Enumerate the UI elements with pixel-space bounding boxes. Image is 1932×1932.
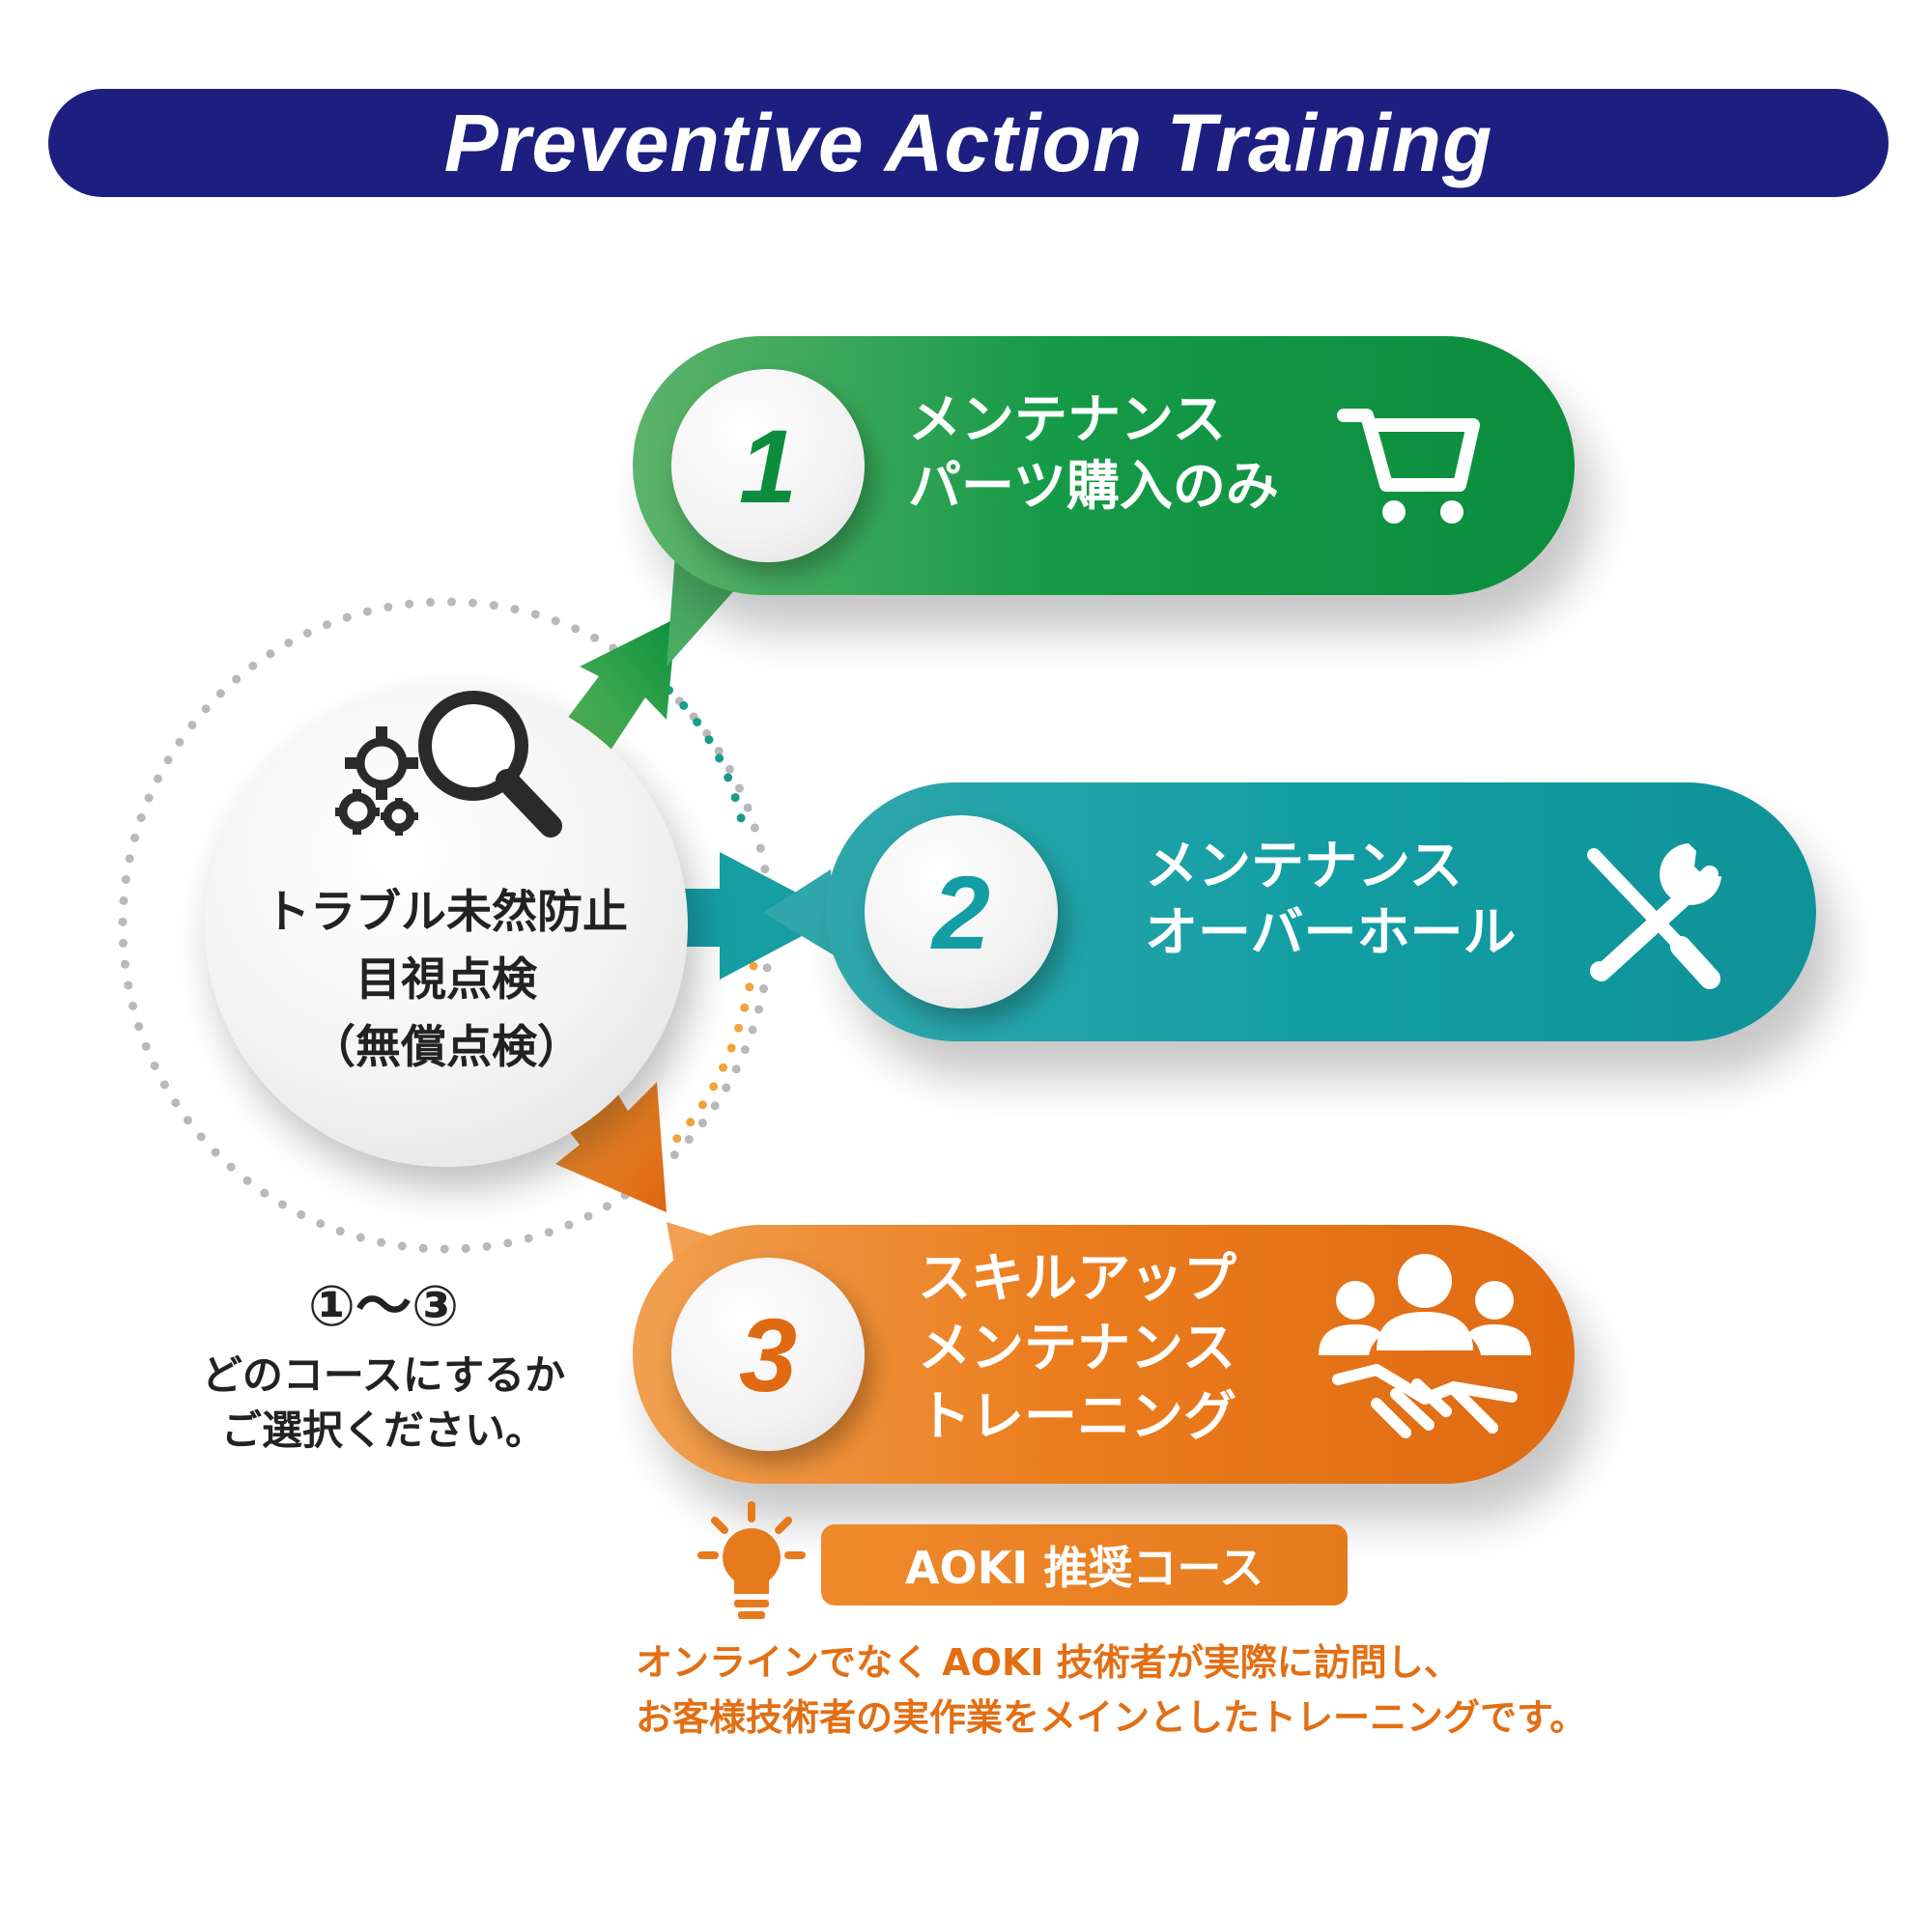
dotted-arc-orange: [662, 961, 758, 1154]
option-3-line-2: メンテナンス: [918, 1316, 1236, 1378]
option-2-line-2: オーバーホール: [1145, 900, 1517, 963]
team-handshake-icon: [1319, 1254, 1531, 1438]
arrow-to-option-2: [667, 852, 840, 980]
title-banner: Preventive Action Training: [48, 89, 1889, 197]
option-2-number: 2: [931, 853, 991, 971]
option-2-number-badge: 2: [865, 815, 1058, 1009]
recommended-badge: AOKI 推奨コース: [821, 1524, 1348, 1605]
option-1-label: メンテナンス パーツ購入のみ: [908, 386, 1279, 520]
option-1-number-badge: 1: [671, 369, 865, 562]
option-1-card: 1 メンテナンス パーツ購入のみ: [633, 336, 1575, 595]
option-2-card: 2 メンテナンス オーバーホール: [826, 782, 1816, 1041]
option-3-number: 3: [738, 1295, 798, 1413]
option-1-line-2: パーツ購入のみ: [908, 454, 1279, 517]
option-3-line-1: スキルアップ: [918, 1247, 1237, 1309]
option-1-number: 1: [738, 407, 798, 525]
recommended-label: AOKI 推奨コース: [904, 1542, 1264, 1594]
center-subtitle: 目視点検: [355, 953, 537, 1007]
option-3-label: スキルアップ メンテナンス トレーニング: [918, 1244, 1236, 1452]
wrench-screwdriver-icon: [1587, 843, 1721, 989]
option-2-line-1: メンテナンス: [1145, 835, 1463, 896]
option-2-label: メンテナンス オーバーホール: [1145, 833, 1516, 966]
recommended-description-line-2: お客様技術者の実作業をメインとしたトレーニングです。: [636, 1696, 1587, 1739]
course-range: ①〜③: [307, 1273, 460, 1339]
center-note: （無償点検）: [310, 1021, 582, 1074]
option-3-number-badge: 3: [671, 1258, 865, 1451]
lightbulb-icon: [697, 1501, 806, 1619]
shopping-cart-icon: [1337, 409, 1480, 524]
page-title: Preventive Action Training: [443, 97, 1493, 188]
pill-2-tail: [763, 869, 836, 956]
note-line-2: ご選択ください。: [220, 1406, 546, 1454]
option-3-card: 3 スキルアップ メンテナンス トレーニング: [633, 1225, 1575, 1484]
gears-magnifier-icon: [335, 691, 562, 838]
option-3-line-3: トレーニング: [918, 1385, 1237, 1447]
note-line-1: どのコースにするか: [201, 1351, 566, 1399]
option-1-line-1: メンテナンス: [908, 388, 1226, 450]
recommended-description-line-1: オンラインでなく AOKI 技術者が実際に訪問し、: [636, 1641, 1461, 1684]
center-title: トラブル未然防止: [265, 886, 628, 939]
